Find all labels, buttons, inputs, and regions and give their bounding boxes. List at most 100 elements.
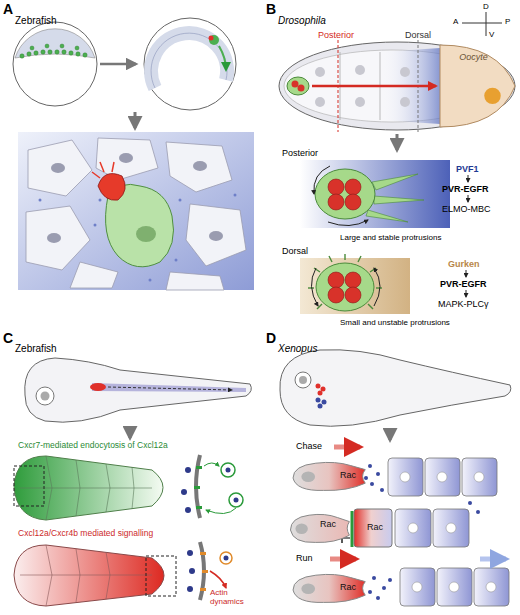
sdf1-dots <box>468 501 472 505</box>
panel-a-embryos <box>209 36 214 41</box>
sdf1-dots <box>380 488 384 492</box>
panel-b-egg-chamber <box>396 134 399 150</box>
panel-b-dorsal <box>316 263 374 311</box>
panel-c-red-primordium <box>20 545 152 606</box>
sdf1-dots <box>372 576 376 580</box>
sdf1-dots <box>376 596 380 600</box>
panel-c-red-primordium <box>106 552 110 599</box>
panel-c-red-primordium <box>14 542 232 606</box>
panel-a-embryos <box>13 18 236 128</box>
panel-d-tadpole <box>321 387 326 392</box>
panel-c-red-primordium <box>210 571 226 588</box>
sdf1-dots <box>364 464 480 600</box>
oocyte-shape <box>440 45 515 127</box>
panel-a-tissue <box>209 231 223 241</box>
placode-cells <box>395 509 431 547</box>
panel-a-embryos <box>60 44 64 48</box>
phase-label: Chase <box>296 441 322 451</box>
nucleus <box>301 472 315 482</box>
panel-b-dorsal <box>358 256 361 262</box>
panel-b-egg-chamber <box>315 97 325 107</box>
process-heading: Cxcr7-mediated endocytosis of Cxcl12a <box>18 441 168 451</box>
panel-b-egg-chamber <box>400 97 410 107</box>
panel-a-tissue <box>99 199 102 202</box>
panel-c-red-primordium <box>46 545 52 606</box>
nucleus <box>295 524 307 534</box>
sdf1-dots <box>376 472 380 476</box>
panel-b-dorsal <box>345 287 361 303</box>
panel-b-dorsal <box>329 256 332 262</box>
panel-a-embryos <box>55 50 59 54</box>
motion-arrows <box>330 557 356 562</box>
axis-label: P <box>505 17 510 26</box>
node-label: Rac <box>340 471 356 481</box>
panel-c-embryo <box>36 387 54 405</box>
panel-c-red-primordium <box>187 586 193 592</box>
process-heading: Cxcl12a/Cxcr4b mediated signalling <box>18 529 153 539</box>
panel-b-dorsal <box>466 270 467 277</box>
axis-cross <box>462 12 502 36</box>
panel-c-green-primordium <box>204 463 219 466</box>
panel-c-green-primordium <box>229 493 243 507</box>
region-heading: Posterior <box>282 148 318 158</box>
panel-b-egg-chamber <box>312 85 436 88</box>
note-text: Large and stable protrusions <box>340 233 441 242</box>
effector-name: ELMO-MBC <box>442 204 491 214</box>
panel-a-tissue <box>39 199 42 202</box>
panel-d-tadpole <box>280 350 511 440</box>
panel-c-green-primordium <box>234 498 239 503</box>
panel-b-egg-chamber <box>400 67 410 77</box>
node-label: Oocyte <box>459 53 488 63</box>
neural-crest-cell-shape <box>290 514 349 542</box>
nucleus <box>484 88 501 104</box>
panel-d-tadpole <box>316 384 321 389</box>
panel-b-egg-chamber <box>287 77 309 95</box>
effector-name: MAPK-PLCγ <box>438 299 489 309</box>
axis-label: V <box>489 30 494 39</box>
panel-a-embryos <box>151 33 227 88</box>
panel-c-green-primordium <box>181 467 191 513</box>
panel-a-embryos <box>151 33 227 88</box>
placode-cells <box>388 458 509 606</box>
panel-a-embryos <box>144 18 236 110</box>
panel-a-embryos <box>219 46 226 70</box>
neural-crest-cell-shape <box>293 574 365 602</box>
panel-a-tissue <box>234 194 237 197</box>
route-label: Dorsal <box>405 30 431 40</box>
panel-c-green-primordium <box>20 488 152 489</box>
panel-a-tissue <box>96 138 158 180</box>
panel-a-embryos <box>76 52 80 56</box>
placode-cells <box>449 582 459 592</box>
panel-a-embryos <box>209 35 219 45</box>
sdf1-dots <box>382 586 386 590</box>
panel-b-dorsal <box>374 268 380 306</box>
panel-a-tissue <box>70 262 118 288</box>
panel-a-embryos <box>75 46 79 50</box>
panel-b-egg-chamber <box>279 40 515 150</box>
panel-a-tissue <box>51 163 65 173</box>
panel-a-embryos <box>100 63 136 66</box>
node-label: Rac <box>340 583 356 593</box>
route-label: Posterior <box>318 30 354 40</box>
panel-c-green-primordium <box>226 468 231 473</box>
motion-arrows <box>480 557 506 562</box>
panel-a-embryos <box>134 112 137 128</box>
panel-b-posterior <box>300 160 450 228</box>
panel-b-posterior <box>345 194 361 210</box>
axis-label: D <box>483 2 489 11</box>
placode-cells <box>400 472 496 592</box>
panel-b-dorsal <box>345 272 361 288</box>
organism-name: Zebrafish <box>15 343 57 355</box>
panel-a-tissue <box>193 161 207 171</box>
placode-cells <box>474 472 484 482</box>
panel-c-embryo <box>92 383 246 392</box>
node-label: Rac <box>367 523 383 533</box>
panel-b-posterior <box>345 179 361 195</box>
panel-a-tissue <box>28 140 92 196</box>
note-text: Small and unstable protrusions <box>340 318 450 327</box>
sdf1-dots <box>388 578 392 582</box>
panel-c-green-primordium <box>185 467 191 473</box>
neural-crest-cell: Rac <box>290 568 366 608</box>
panel-letter: D <box>266 330 276 346</box>
panel-c-embryo <box>90 383 106 391</box>
